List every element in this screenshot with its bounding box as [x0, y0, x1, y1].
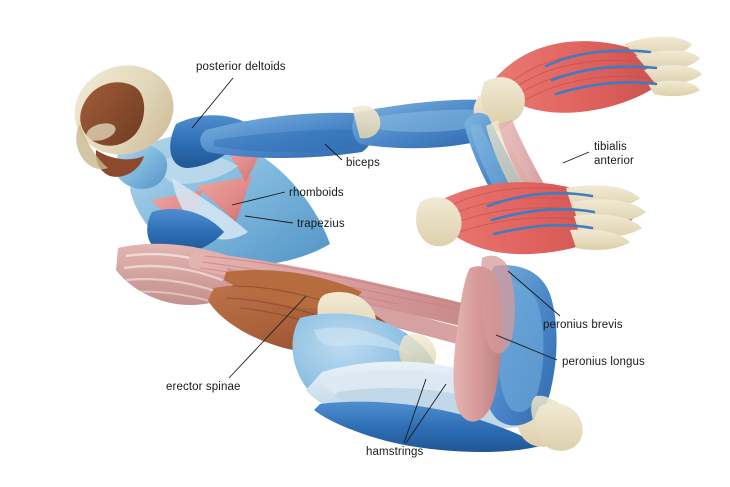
- foot-upper-toes: [624, 36, 702, 97]
- leader-erector-spinae: [228, 295, 307, 379]
- upper-arm-triceps: [200, 112, 375, 158]
- leader-peronius-longus: [495, 334, 558, 361]
- leader-rhomboids: [231, 191, 286, 206]
- label-tibialis-anterior: tibialis anterior: [594, 141, 654, 168]
- wrist-joint: [352, 105, 381, 139]
- gluteus-highlight: [314, 327, 412, 356]
- ankle-upper: [480, 77, 525, 124]
- foot-lower-group: [416, 182, 646, 255]
- label-posterior-deltoids: posterior deltoids: [196, 61, 286, 73]
- hamstring-strand-b: [334, 387, 538, 429]
- forearm-highlight: [366, 109, 484, 133]
- label-rhomboids: rhomboids: [289, 187, 344, 199]
- label-peronius-longus: peronius longus: [562, 356, 645, 368]
- face-front: [76, 124, 108, 170]
- tibialis-highlight: [470, 124, 516, 197]
- head-group: [74, 65, 174, 177]
- label-peronius-brevis: peronius brevis: [543, 319, 623, 331]
- posterior-deltoid-lower: [147, 208, 224, 254]
- foot-upper-group: [480, 36, 702, 124]
- label-hamstrings: hamstrings: [366, 446, 424, 458]
- label-biceps: biceps: [346, 157, 380, 169]
- jaw: [95, 150, 144, 177]
- rhomboids: [196, 176, 252, 222]
- hamstring-deep: [314, 401, 540, 452]
- leader-trapezius: [244, 215, 294, 224]
- eye-socket: [86, 123, 116, 141]
- trapezius-band: [172, 178, 248, 240]
- label-trapezius: trapezius: [297, 218, 345, 230]
- heel-lower: [416, 197, 462, 247]
- neck: [116, 143, 168, 189]
- label-erector-spinae: erector spinae: [166, 381, 241, 393]
- foot-lower-veins: [486, 191, 596, 236]
- leader-lines: [191, 77, 590, 444]
- foot-upper-veins: [544, 49, 658, 96]
- leader-hamstrings-a: [403, 378, 427, 444]
- foot-upper-mass: [492, 41, 676, 113]
- upper-arm-shade: [214, 129, 370, 153]
- leader-hamstrings-b: [405, 383, 447, 444]
- ankle-lower: [534, 403, 583, 451]
- label-tibialis-anterior-line2: anterior: [594, 154, 634, 167]
- calf-group: [453, 255, 583, 451]
- leader-peronius-brevis: [507, 270, 561, 317]
- peronius-brevis: [480, 255, 515, 354]
- label-tibialis-anterior-line1: tibialis: [594, 141, 627, 153]
- leader-biceps: [324, 143, 343, 161]
- leader-posterior-deltoids: [191, 77, 234, 129]
- leader-tibialis-anterior: [562, 151, 590, 164]
- foot-lower-metatarsals: [566, 185, 646, 250]
- arm-upper-group: [200, 93, 513, 158]
